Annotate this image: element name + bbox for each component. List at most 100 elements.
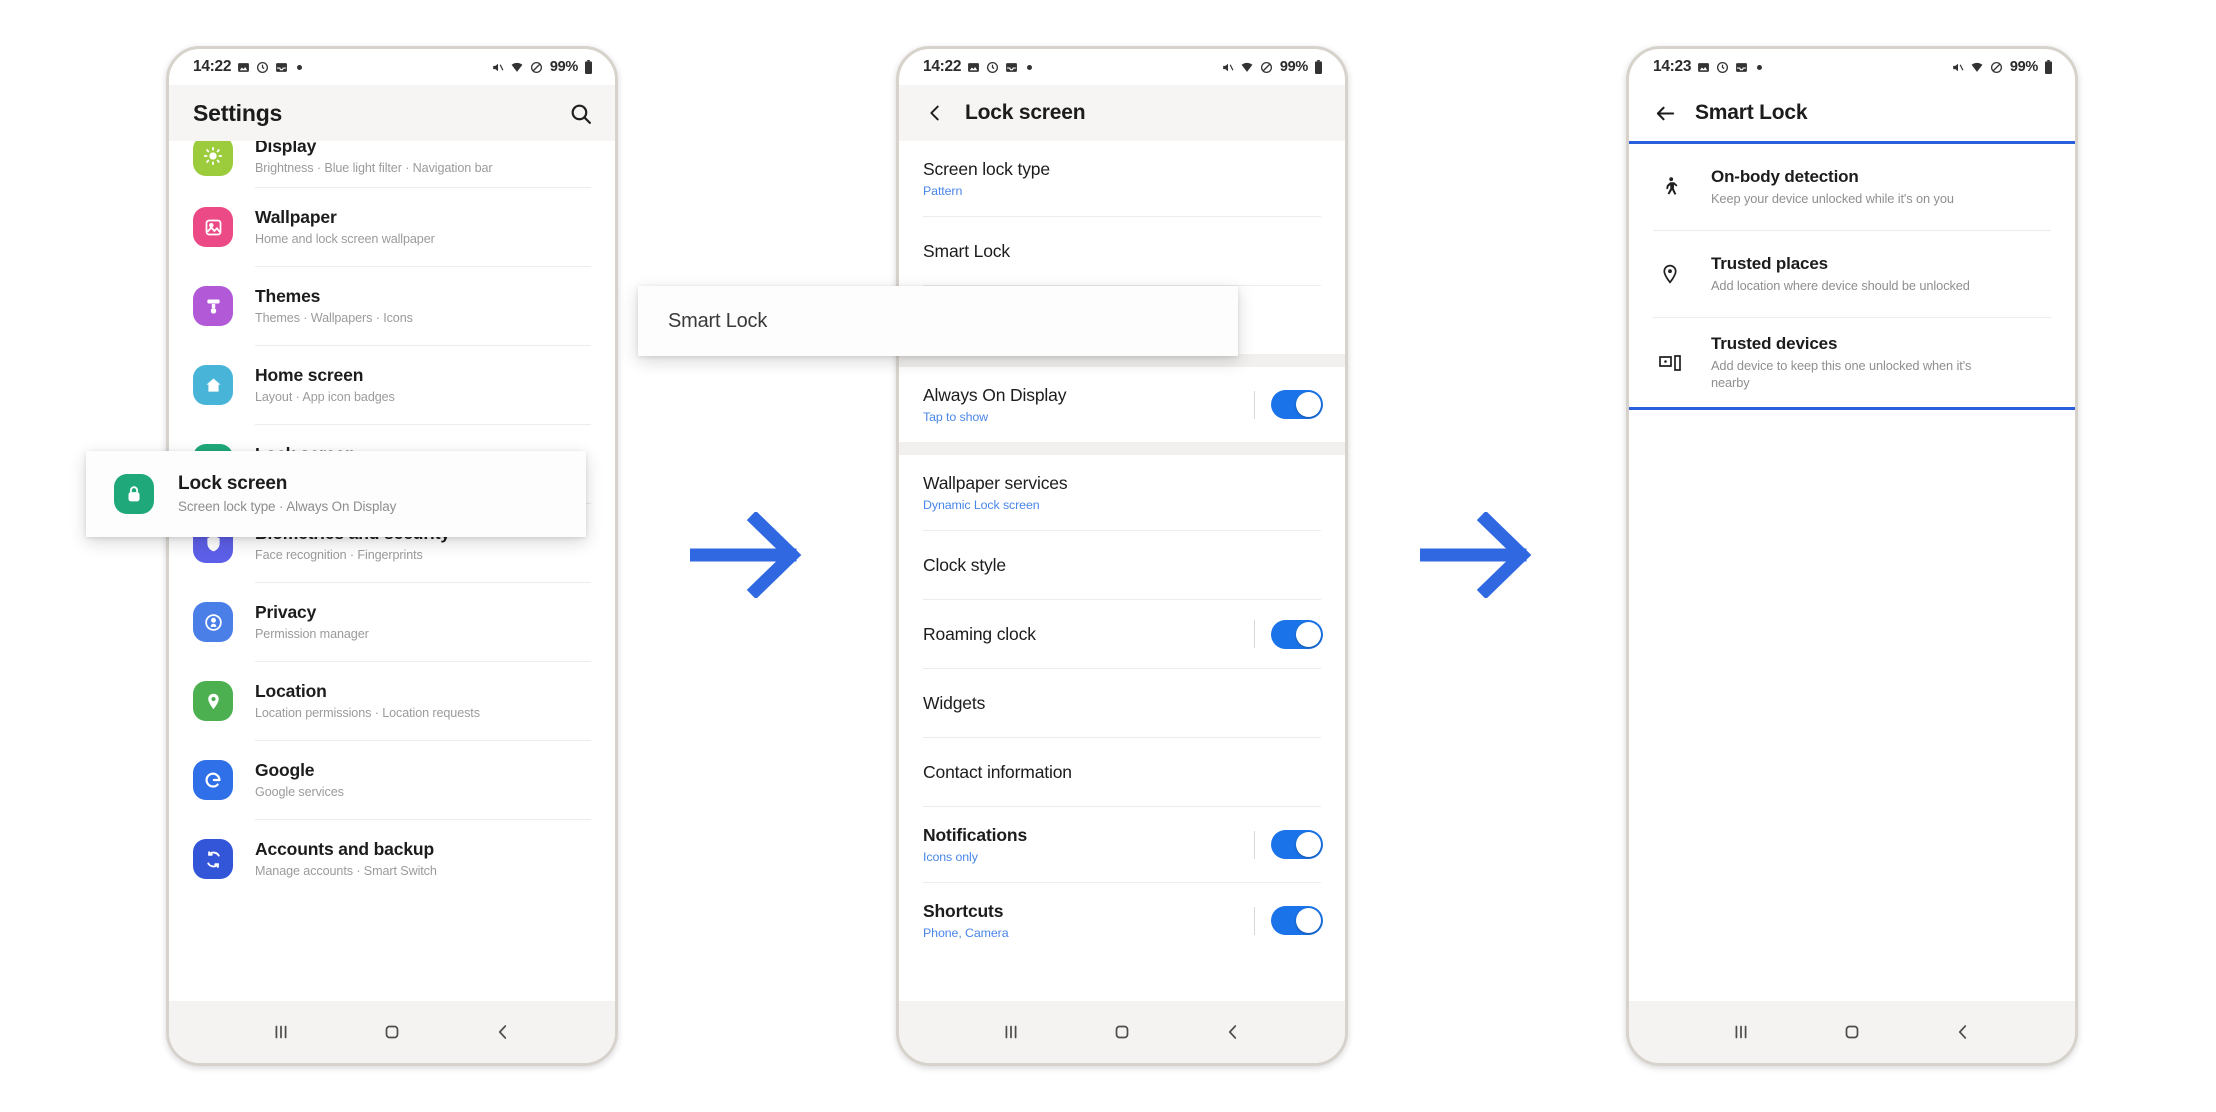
setting-row-privacy[interactable]: Privacy Permission manager bbox=[169, 583, 615, 661]
callout-lock-screen[interactable]: Lock screen Screen lock type · Always On… bbox=[86, 451, 586, 537]
back-icon[interactable] bbox=[1952, 1021, 1974, 1043]
wifi-icon bbox=[510, 61, 524, 74]
pref-row-screen-lock-type[interactable]: Screen lock type Pattern bbox=[899, 141, 1345, 216]
roaming-clock-toggle[interactable] bbox=[1271, 619, 1323, 649]
arrow-left-icon[interactable] bbox=[1653, 101, 1677, 125]
pref-row-widgets[interactable]: Widgets bbox=[899, 669, 1345, 737]
battery-icon bbox=[1314, 60, 1323, 74]
smart-lock-text: Trusted places Add location where device… bbox=[1711, 254, 1970, 295]
setting-text: Display Brightness · Blue light filter ·… bbox=[255, 141, 493, 176]
phone2-nav-bar bbox=[899, 1001, 1345, 1063]
setting-row-home-screen[interactable]: Home screen Layout · App icon badges bbox=[169, 346, 615, 424]
search-icon[interactable] bbox=[568, 101, 593, 126]
chevron-left-icon[interactable] bbox=[923, 101, 947, 125]
do-not-disturb-icon bbox=[1990, 61, 2003, 74]
home-icon[interactable] bbox=[1111, 1021, 1133, 1043]
phone1-settings-list[interactable]: Display Brightness · Blue light filter ·… bbox=[169, 141, 615, 1001]
divider bbox=[255, 661, 591, 662]
smart-lock-row-trusted-devices[interactable]: Trusted devices Add device to keep this … bbox=[1629, 318, 2075, 408]
home-icon[interactable] bbox=[381, 1021, 403, 1043]
setting-text: Accounts and backup Manage accounts · Sm… bbox=[255, 839, 437, 880]
wifi-icon bbox=[1970, 61, 1984, 74]
pref-row-notifications[interactable]: Notifications Icons only bbox=[899, 807, 1345, 882]
pref-title: Clock style bbox=[923, 554, 1006, 575]
phone1-app-bar: Settings bbox=[169, 85, 615, 141]
pref-row-clock-style[interactable]: Clock style bbox=[899, 531, 1345, 599]
setting-row-wallpaper[interactable]: Wallpaper Home and lock screen wallpaper bbox=[169, 188, 615, 266]
phone3-smart-lock-list[interactable]: On-body detection Keep your device unloc… bbox=[1629, 141, 2075, 1001]
status-right: 99% bbox=[491, 59, 593, 75]
phone3-nav-bar bbox=[1629, 1001, 2075, 1063]
pref-text: Clock style bbox=[923, 555, 1323, 576]
pref-row-smart-lock[interactable]: Smart Lock bbox=[899, 217, 1345, 285]
setting-title: Google bbox=[255, 759, 315, 780]
divider bbox=[1653, 230, 2051, 231]
devices-icon bbox=[1649, 352, 1691, 374]
toggle-group bbox=[1254, 906, 1323, 935]
pref-row-shortcuts[interactable]: Shortcuts Phone, Camera bbox=[899, 883, 1345, 958]
recents-icon[interactable] bbox=[1000, 1021, 1022, 1043]
setting-row-location[interactable]: Location Location permissions · Location… bbox=[169, 662, 615, 740]
phone2-lock-screen-list[interactable]: Screen lock type Pattern Smart Lock Secu… bbox=[899, 141, 1345, 1001]
setting-row-display[interactable]: Display Brightness · Blue light filter ·… bbox=[169, 141, 615, 187]
divider bbox=[255, 819, 591, 820]
smart-lock-title: Trusted devices bbox=[1711, 334, 1838, 353]
phone1-screen: 14:22 bbox=[169, 49, 615, 1063]
always-on-display-toggle[interactable] bbox=[1271, 390, 1323, 419]
pref-row-wallpaper-services[interactable]: Wallpaper services Dynamic Lock screen bbox=[899, 455, 1345, 530]
pref-text: Widgets bbox=[923, 693, 1323, 714]
back-icon[interactable] bbox=[492, 1021, 514, 1043]
pref-row-always-on-display[interactable]: Always On Display Tap to show bbox=[899, 367, 1345, 442]
divider bbox=[923, 806, 1321, 807]
divider bbox=[1653, 317, 2051, 318]
pref-subtitle: Icons only bbox=[923, 850, 978, 864]
pref-subtitle: Pattern bbox=[923, 184, 963, 198]
pref-row-roaming-clock[interactable]: Roaming clock bbox=[899, 600, 1345, 668]
setting-text: Wallpaper Home and lock screen wallpaper bbox=[255, 207, 435, 248]
callout-smart-lock[interactable]: Smart Lock bbox=[638, 286, 1238, 356]
toggle-knob bbox=[1296, 392, 1321, 417]
pref-title: Smart Lock bbox=[923, 240, 1010, 261]
smart-lock-row-on-body-detection[interactable]: On-body detection Keep your device unloc… bbox=[1629, 144, 2075, 230]
lock-icon bbox=[114, 474, 154, 514]
battery-icon bbox=[2044, 60, 2053, 74]
image-icon bbox=[237, 61, 250, 74]
setting-row-google[interactable]: Google Google services bbox=[169, 741, 615, 819]
clock-icon bbox=[256, 61, 269, 74]
image-icon bbox=[967, 61, 980, 74]
section-separator bbox=[899, 442, 1345, 455]
page-title: Lock screen bbox=[965, 101, 1086, 124]
shortcuts-toggle[interactable] bbox=[1271, 906, 1323, 935]
do-not-disturb-icon bbox=[1260, 61, 1273, 74]
page-title: Settings bbox=[193, 99, 283, 126]
smart-lock-row-trusted-places[interactable]: Trusted places Add location where device… bbox=[1629, 231, 2075, 317]
dot-icon bbox=[1757, 64, 1763, 70]
back-icon[interactable] bbox=[1222, 1021, 1244, 1043]
phone2-status-bar: 14:22 bbox=[899, 49, 1345, 85]
notifications-toggle[interactable] bbox=[1271, 830, 1323, 859]
setting-title: Home screen bbox=[255, 364, 364, 385]
pref-title: Shortcuts bbox=[923, 901, 1004, 921]
status-time: 14:22 bbox=[923, 58, 962, 75]
setting-row-accounts-and-backup[interactable]: Accounts and backup Manage accounts · Sm… bbox=[169, 820, 615, 898]
divider bbox=[255, 345, 591, 346]
dot-icon bbox=[1027, 64, 1033, 70]
setting-row-themes[interactable]: Themes Themes · Wallpapers · Icons bbox=[169, 267, 615, 345]
mute-icon bbox=[1221, 61, 1234, 74]
pref-subtitle: Dynamic Lock screen bbox=[923, 498, 1040, 512]
divider bbox=[255, 266, 591, 267]
display-icon bbox=[193, 141, 233, 176]
divider bbox=[923, 668, 1321, 669]
recents-icon[interactable] bbox=[270, 1021, 292, 1043]
recents-icon[interactable] bbox=[1730, 1021, 1752, 1043]
status-right: 99% bbox=[1221, 59, 1323, 75]
home-icon[interactable] bbox=[1841, 1021, 1863, 1043]
divider bbox=[923, 285, 1321, 286]
dot-icon bbox=[297, 64, 303, 70]
toggle-knob bbox=[1296, 908, 1321, 933]
smart-lock-subtitle: Add device to keep this one unlocked whe… bbox=[1711, 358, 1972, 390]
pref-row-contact-information[interactable]: Contact information bbox=[899, 738, 1345, 806]
smart-lock-title: On-body detection bbox=[1711, 166, 1859, 186]
setting-subtitle: Home and lock screen wallpaper bbox=[255, 231, 435, 246]
image-icon bbox=[1697, 61, 1710, 74]
